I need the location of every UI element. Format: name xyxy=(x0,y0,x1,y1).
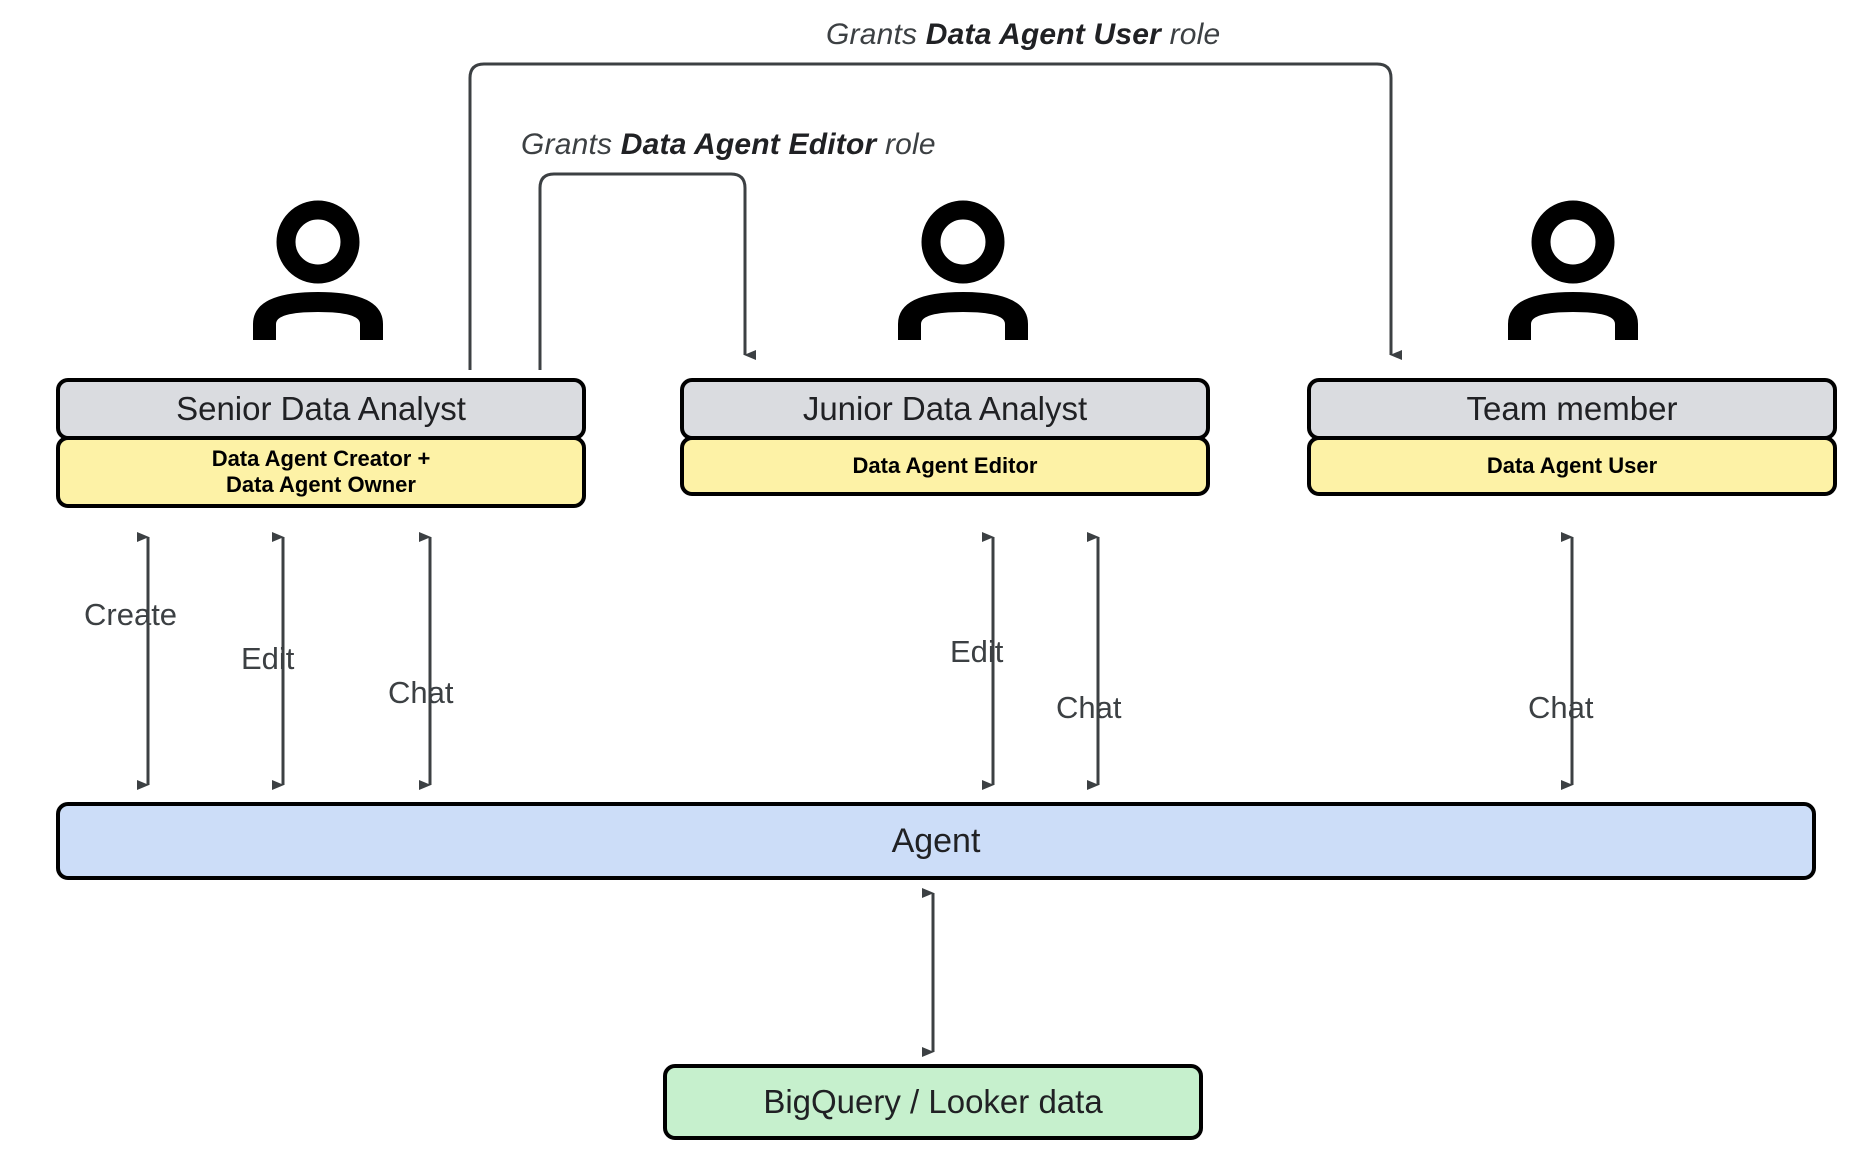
grant-label-data-agent-user: Grants Data Agent User role xyxy=(826,18,1220,52)
role-badge-line-1: Data Agent Creator + xyxy=(211,446,431,471)
edge-label-senior-edit: Edit xyxy=(241,641,295,676)
grant-user-prefix: Grants xyxy=(826,18,926,51)
person-icon-team-member xyxy=(1498,200,1648,340)
persona-title-team-member: Team member xyxy=(1307,378,1837,440)
person-icon-junior-data-analyst xyxy=(888,200,1038,340)
grant-user-role: Data Agent User xyxy=(925,18,1162,51)
edge-label-senior-chat: Chat xyxy=(388,675,454,710)
persona-card-senior-data-analyst[interactable]: Senior Data Analyst Data Agent Creator +… xyxy=(56,378,586,508)
persona-title-senior-data-analyst: Senior Data Analyst xyxy=(56,378,586,440)
persona-title-junior-data-analyst: Junior Data Analyst xyxy=(680,378,1210,440)
role-badge-junior-data-analyst: Data Agent Editor xyxy=(680,436,1210,496)
agent-node[interactable]: Agent xyxy=(56,802,1816,880)
persona-card-junior-data-analyst[interactable]: Junior Data Analyst Data Agent Editor xyxy=(680,378,1210,496)
grant-label-data-agent-editor: Grants Data Agent Editor role xyxy=(521,128,936,162)
person-icon xyxy=(898,200,1028,340)
edge-label-team-chat: Chat xyxy=(1528,690,1594,725)
person-icon xyxy=(1508,200,1638,340)
connector-grants-data-agent-editor xyxy=(538,172,756,370)
grant-editor-prefix: Grants xyxy=(521,128,621,161)
data-source-node[interactable]: BigQuery / Looker data xyxy=(663,1064,1203,1140)
person-icon-senior-data-analyst xyxy=(243,200,393,340)
role-badge-senior-data-analyst: Data Agent Creator + Data Agent Owner xyxy=(56,436,586,508)
edge-label-senior-create: Create xyxy=(84,597,178,632)
grant-user-suffix: role xyxy=(1161,18,1221,51)
grant-editor-suffix: role xyxy=(876,128,936,161)
edge-label-junior-chat: Chat xyxy=(1056,690,1122,725)
role-badge-team-member: Data Agent User xyxy=(1307,436,1837,496)
edge-label-junior-edit: Edit xyxy=(950,634,1004,669)
person-icon xyxy=(253,200,383,340)
grant-editor-role: Data Agent Editor xyxy=(620,128,877,161)
persona-card-team-member[interactable]: Team member Data Agent User xyxy=(1307,378,1837,496)
role-badge-line-2: Data Agent Owner xyxy=(226,471,416,497)
